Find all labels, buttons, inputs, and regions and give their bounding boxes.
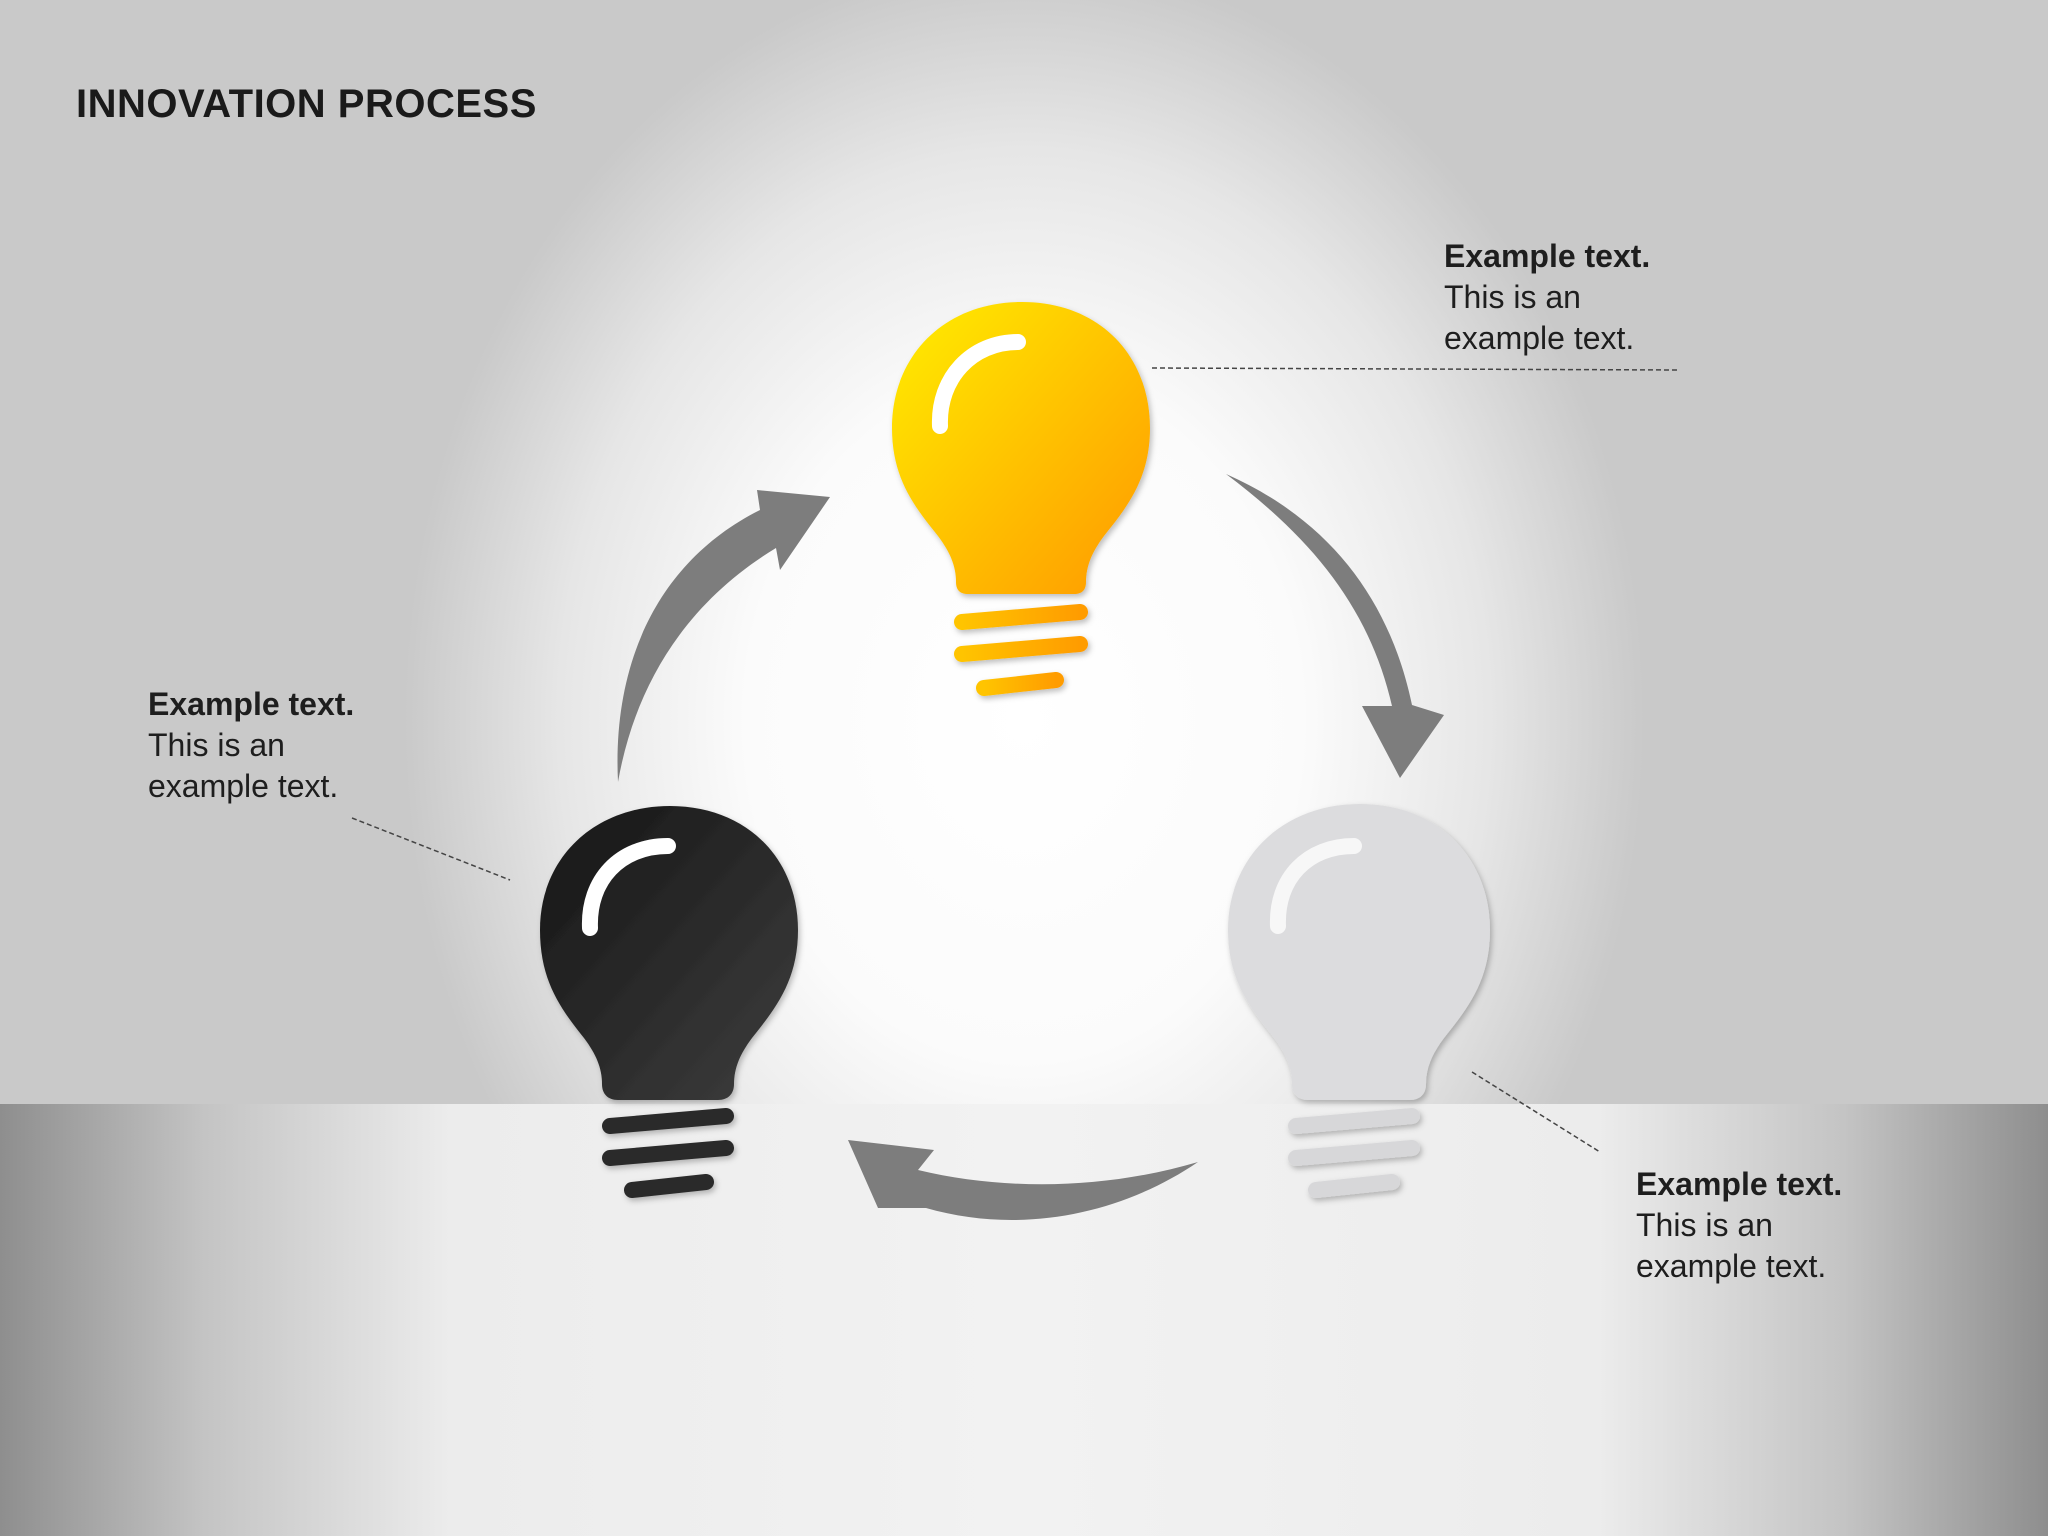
caption-body-line: example text.	[1636, 1248, 1827, 1284]
caption-right: Example text. This is an example text.	[1636, 1164, 1842, 1287]
caption-body-line: example text.	[148, 768, 339, 804]
caption-body-line: This is an	[148, 727, 285, 763]
dark-lightbulb-icon	[540, 806, 798, 1198]
caption-body-line: This is an	[1444, 279, 1581, 315]
leader-line-left	[351, 817, 511, 881]
caption-left: Example text. This is an example text.	[148, 684, 354, 807]
lit-lightbulb-icon	[892, 302, 1150, 696]
leader-line-right	[1471, 1071, 1601, 1153]
leader-line-top	[1151, 367, 1681, 371]
caption-heading: Example text.	[1444, 238, 1651, 274]
caption-top: Example text. This is an example text.	[1444, 236, 1650, 359]
caption-heading: Example text.	[148, 686, 355, 722]
pale-lightbulb-icon	[1228, 804, 1490, 1198]
page-title: INNOVATION PROCESS	[76, 82, 537, 126]
arrow-to-top-icon	[617, 490, 830, 782]
floor-highlight	[0, 1104, 2048, 1536]
arrow-to-right-icon	[1226, 474, 1444, 778]
caption-body-line: This is an	[1636, 1207, 1773, 1243]
caption-body-line: example text.	[1444, 320, 1635, 356]
arrow-to-left-icon	[848, 1140, 1198, 1220]
caption-heading: Example text.	[1636, 1166, 1843, 1202]
